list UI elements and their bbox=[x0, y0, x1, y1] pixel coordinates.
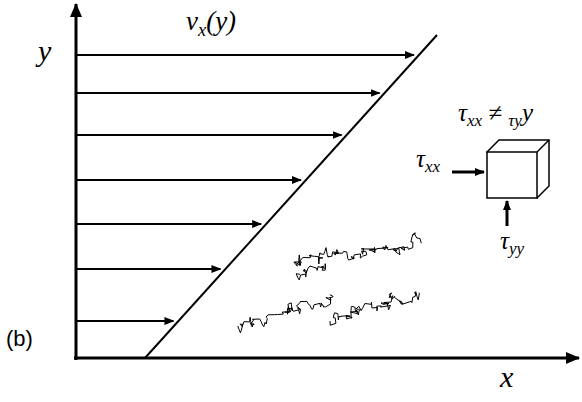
stress-label: τxx bbox=[416, 146, 440, 175]
velocity-profile-line bbox=[145, 35, 437, 358]
axis-label: x bbox=[500, 362, 513, 392]
velocity-arrows bbox=[77, 55, 414, 321]
y-axis bbox=[75, 4, 78, 360]
stress-cube bbox=[487, 140, 549, 198]
stress-arrow-xx bbox=[452, 171, 484, 174]
stress-arrow-yy bbox=[506, 201, 509, 226]
stress-label: τyy bbox=[500, 228, 524, 257]
x-axis bbox=[74, 357, 579, 360]
polymer-chains bbox=[238, 233, 421, 333]
stress-relation: τxx ≠ τyy bbox=[458, 100, 533, 129]
velocity-label: vx(y) bbox=[186, 8, 236, 39]
panel-label: (b) bbox=[6, 328, 33, 350]
axis-label: y bbox=[38, 36, 51, 66]
